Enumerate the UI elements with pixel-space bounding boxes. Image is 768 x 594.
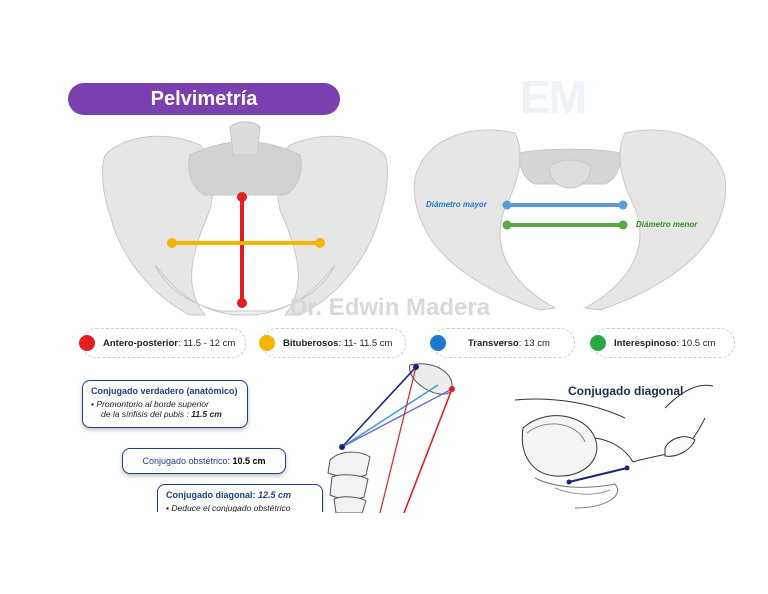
sacrum-conjugates-illustration: [327, 363, 455, 513]
watermark-logo: EM: [520, 71, 587, 123]
conjugado-obstetrico-label: Conjugado obstétrico:: [142, 456, 233, 466]
interespinoso-left-point: [502, 220, 512, 230]
diagonal-conjugate-end-point: [624, 465, 630, 471]
legend-item-transverso: Transverso: 13 cm: [430, 328, 575, 358]
transverso-left-point: [502, 200, 512, 210]
conjugado-diagonal-note: ▪ Deduce el conjugado obstétrico: [166, 503, 291, 512]
pubis-line-red: [379, 366, 417, 513]
watermark-text: Dr. Edwin Madera: [290, 294, 491, 321]
promontory-point: [339, 444, 345, 450]
diametro-mayor-label: Diámetro mayor: [426, 200, 487, 209]
antero-posterior-top-point: [237, 192, 247, 202]
conjugado-verdadero-line1: ▪ Promontorio al borde superior: [91, 399, 209, 409]
transverso-right-point: [618, 200, 628, 210]
green-dot-icon: [590, 335, 606, 351]
page-title: Pelvimetría: [68, 83, 340, 115]
conjugado-obstetrico-box: Conjugado obstétrico: 10.5 cm: [122, 448, 286, 474]
conjugado-verdadero-heading: Conjugado verdadero (anatómico): [91, 386, 238, 396]
conjugado-obstetrico-value: 10.5 cm: [232, 456, 266, 466]
legend-bituberosos-value: : 11- 11.5 cm: [338, 337, 393, 349]
interespinoso-right-point: [618, 220, 628, 230]
diagonal-figure-title: Conjugado diagonal: [568, 384, 684, 398]
red-dot-icon: [79, 335, 95, 351]
yellow-dot-icon: [259, 335, 275, 351]
conjugado-verdadero-box: Conjugado verdadero (anatómico) ▪ Promon…: [82, 380, 248, 428]
diagonal-conjugate-line: [568, 467, 628, 483]
legend-bituberosos-name: Bituberosos: [283, 337, 339, 349]
conjugado-diagonal-value: 12.5 cm: [258, 490, 292, 500]
pelvis-front-illustration: [102, 121, 388, 316]
diagonal-conjugate-start-point: [566, 479, 572, 485]
pubis-top-point: [413, 364, 419, 370]
conjugado-diagonal-heading: Conjugado diagonal: 12.5 cm: [166, 490, 292, 500]
conjugado-obstetrico-line: [341, 384, 439, 448]
conjugado-verdadero-line: [341, 366, 417, 448]
legend-item-antero-posterior: Antero-posterior: 11.5 - 12 cm: [79, 328, 246, 358]
conjugado-verdadero-value: 11.5 cm: [191, 409, 222, 419]
legend-item-interespinoso: Interespinoso: 10.5 cm: [590, 328, 735, 358]
pubis-bottom-point: [449, 386, 455, 392]
legend-interespinoso-value: : 10.5 cm: [676, 337, 716, 349]
diametro-menor-label: Diámetro menor: [636, 220, 698, 229]
bituberosos-left-point: [167, 238, 177, 248]
legend-antero-posterior-value: : 11.5 - 12 cm: [177, 337, 236, 349]
legend-antero-posterior-name: Antero-posterior: [103, 337, 178, 349]
conjugado-diagonal-box: Conjugado diagonal: 12.5 cm ▪ Deduce el …: [157, 484, 323, 512]
pelvis-top-illustration: [413, 129, 727, 311]
legend-interespinoso-name: Interespinoso: [614, 337, 677, 349]
conjugado-diagonal-illustration: [515, 384, 714, 509]
legend-transverso-value: : 13 cm: [518, 337, 550, 349]
conjugado-diagonal-clip: Conjugado diagonal: 12.5 cm ▪ Deduce el …: [157, 484, 327, 512]
bituberosos-right-point: [315, 238, 325, 248]
conjugado-verdadero-line2: de la sínfisis del pubis : 11.5 cm: [101, 409, 222, 419]
conjugado-diagonal-line-red: [403, 388, 453, 513]
blue-dot-icon: [430, 335, 446, 351]
conjugado-diagonal-line-top: [341, 388, 453, 448]
antero-posterior-bottom-point: [237, 298, 247, 308]
legend-item-bituberosos: Bituberosos: 11- 11.5 cm: [259, 328, 406, 358]
legend-transverso-name: Transverso: [468, 337, 519, 349]
